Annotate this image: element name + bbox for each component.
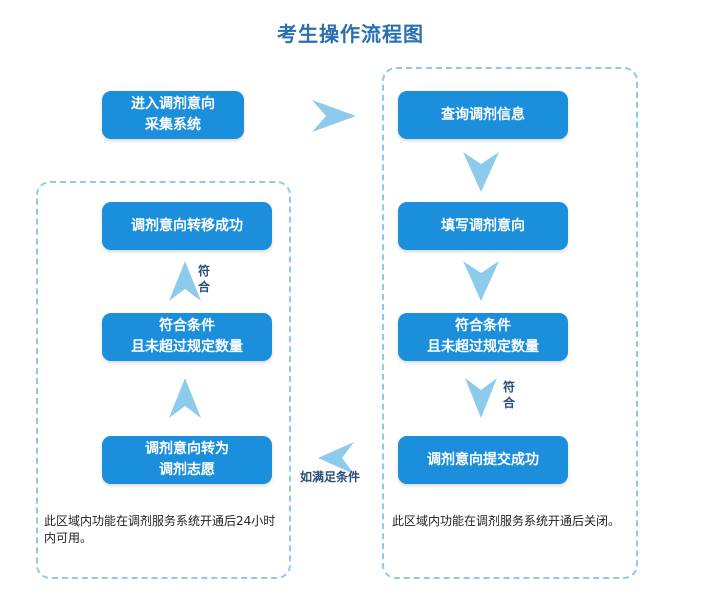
step-fill-intention: 填写调剂意向	[398, 202, 568, 250]
left-region-note: 此区域内功能在调剂服务系统开通后24小时内可用。	[44, 514, 276, 546]
step-line2: 且未超过规定数量	[131, 339, 243, 355]
step-line1: 调剂意向转移成功	[131, 217, 243, 234]
step-convert-volunteer: 调剂意向转为 调剂志愿	[102, 436, 272, 484]
step-line2: 调剂志愿	[159, 462, 215, 478]
right-region	[382, 67, 638, 579]
arrow-down-icon	[463, 261, 499, 301]
step-line1: 符合条件	[455, 318, 511, 334]
entry-step-box: 进入调剂意向 采集系统	[102, 91, 244, 139]
right-fuhe-label: 符 合	[503, 380, 516, 410]
condition-label: 如满足条件	[300, 470, 361, 484]
right-region-note: 此区域内功能在调剂服务系统开通后关闭。	[392, 514, 621, 528]
step-query-info: 查询调剂信息	[398, 91, 568, 139]
arrow-up-icon	[169, 261, 201, 301]
step-right-condition: 符合条件 且未超过规定数量	[398, 313, 568, 361]
arrow-down-icon	[465, 378, 497, 418]
step-line1: 符合条件	[159, 318, 215, 334]
step-transfer-success: 调剂意向转移成功	[102, 202, 272, 250]
step-submit-success: 调剂意向提交成功	[398, 436, 568, 484]
step-line1: 查询调剂信息	[441, 106, 525, 123]
diagram-title: 考生操作流程图	[277, 22, 424, 46]
left-region	[36, 181, 291, 579]
step-left-condition: 符合条件 且未超过规定数量	[102, 313, 272, 361]
step-line1: 调剂意向提交成功	[427, 451, 539, 468]
arrow-left-icon	[318, 442, 354, 474]
entry-step-line2: 采集系统	[145, 117, 201, 133]
arrow-up-icon	[169, 378, 201, 418]
step-line2: 且未超过规定数量	[427, 339, 539, 355]
step-line1: 调剂意向转为	[145, 441, 229, 457]
arrow-down-icon	[463, 152, 499, 192]
arrow-right-icon	[312, 100, 356, 132]
step-line1: 填写调剂意向	[441, 217, 525, 234]
left-fuhe-label: 符 合	[198, 264, 211, 294]
entry-step-line1: 进入调剂意向	[131, 96, 215, 112]
